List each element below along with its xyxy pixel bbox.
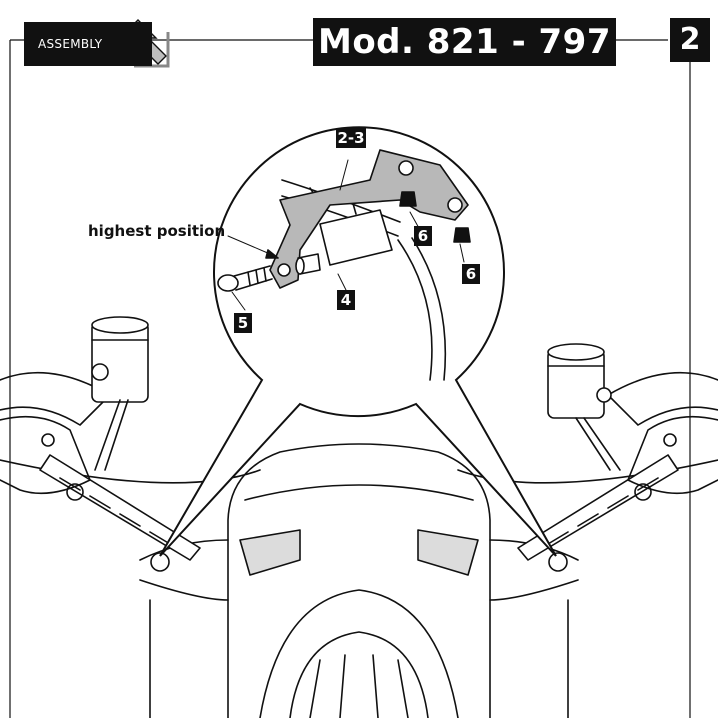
callout-nut-b: 6 — [462, 264, 480, 284]
highest-position-note: highest position — [88, 222, 226, 240]
callout-nut-a: 6 — [414, 226, 432, 246]
page-frame — [9, 39, 691, 718]
page-number: 2 — [670, 18, 710, 62]
motorcycle-front — [0, 316, 718, 718]
model-title: Mod. 821 - 797 — [313, 18, 616, 66]
detail-parts — [217, 149, 471, 381]
assembly-tab: ASSEMBLY — [24, 22, 152, 66]
callout-screw: 5 — [234, 313, 252, 333]
callout-bracket: 2-3 — [336, 128, 366, 148]
callout-spacer: 4 — [337, 290, 355, 310]
